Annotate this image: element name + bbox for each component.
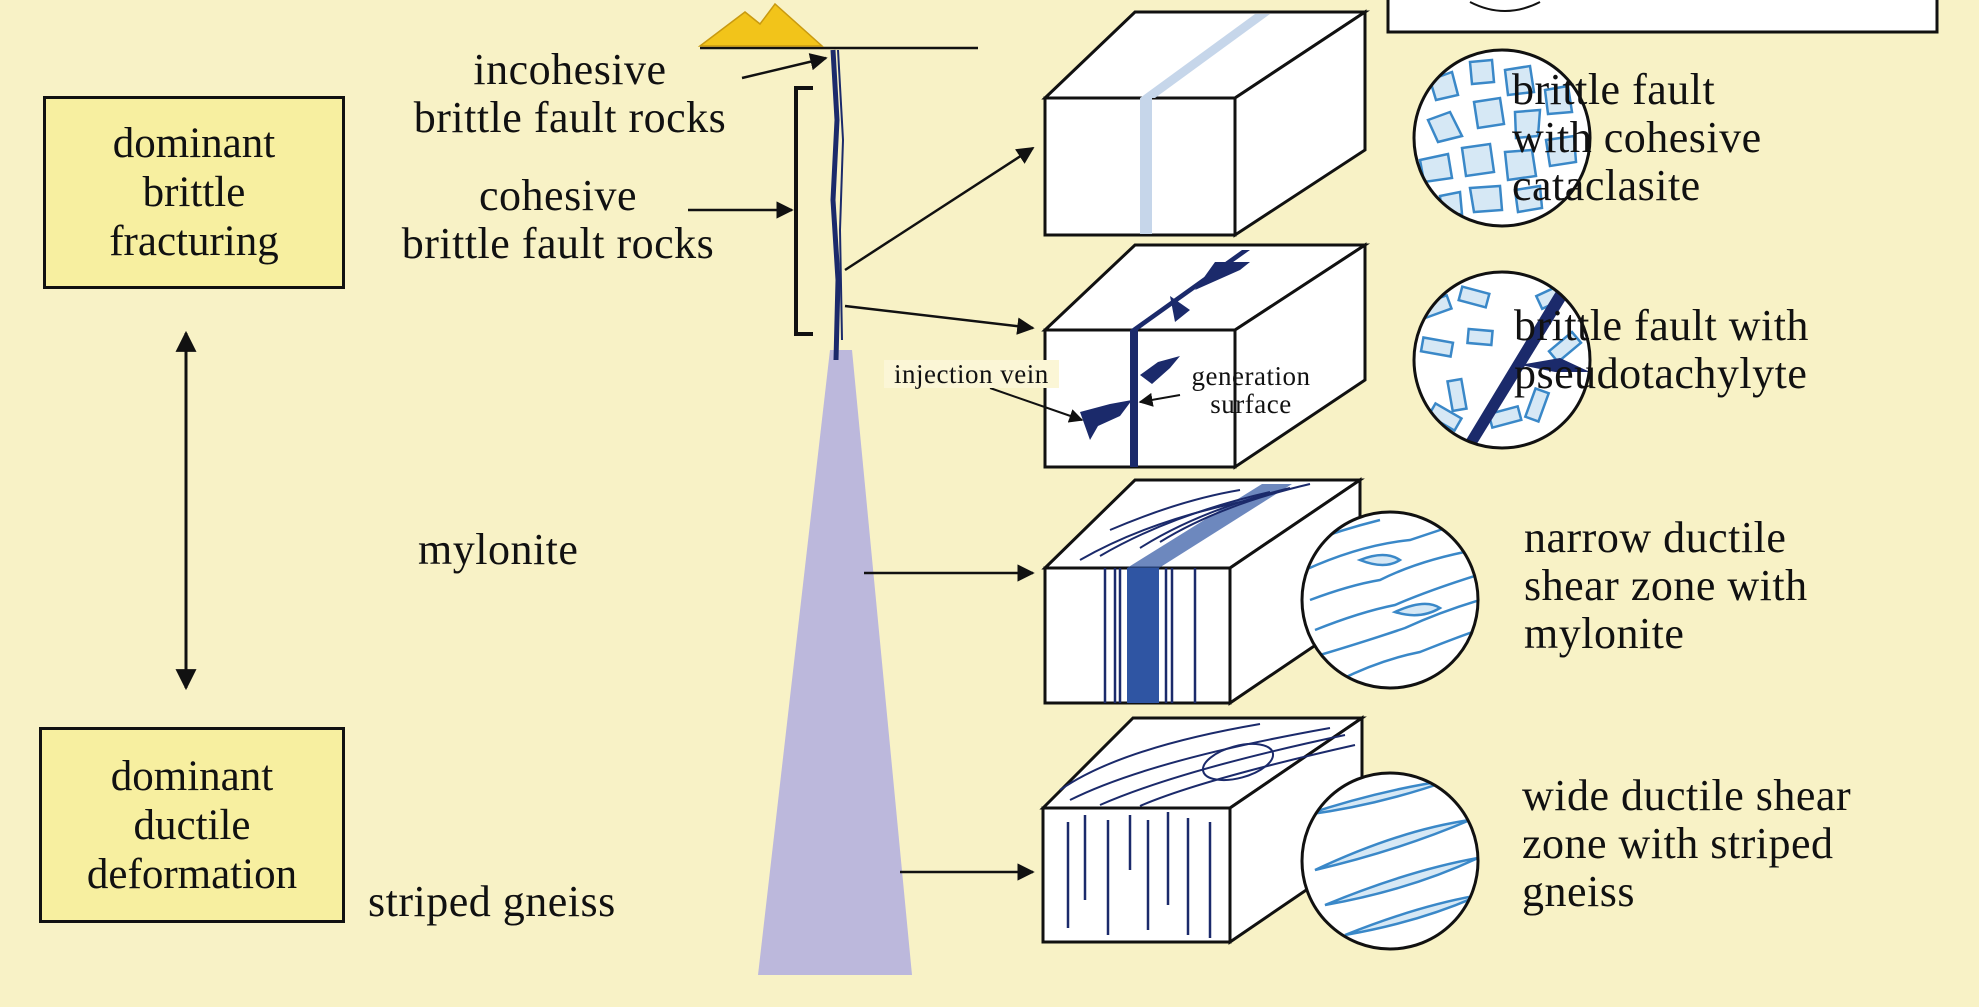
cataclasite-label: brittle fault with cohesive cataclasite [1512,65,1762,210]
dominant-brittle-label: dominant brittle fracturing [109,120,279,265]
pseudotachylyte-microstructure-circle [1412,270,1592,450]
pseudotachylyte-label: brittle fault with pseudotachylyte [1514,301,1809,398]
mylonite-block [1041,477,1365,706]
arrow-to-pseudotachylyte-block [844,304,1035,335]
cataclasite-block [1041,9,1370,238]
pseudotachylyte-block [1041,242,1371,470]
fault-line [830,49,841,361]
incohesive-label: incohesive brittle fault rocks [413,45,727,142]
legend-box-fragment [1386,0,1939,34]
cohesive-label: cohesive brittle fault rocks [401,171,715,268]
dominant-ductile-box: dominant ductile deformation [39,727,345,923]
legend-symbol-fragment [1469,1,1541,12]
injection-vein-label: injection vein [884,360,1059,388]
generation-surface-arrow [1138,392,1181,407]
fault-line-strand [837,49,845,341]
mylonite-microstructure-circle [1300,510,1480,690]
mylonite-depth-label: mylonite [418,525,579,574]
gneiss-block [1039,715,1367,945]
fault-zone-wedge [758,350,912,975]
narrow-shear-label: narrow ductile shear zone with mylonite [1524,513,1808,658]
mountain-icon [697,2,824,47]
gneiss-microstructure-circle [1300,771,1480,951]
incohesive-arrow [741,53,828,80]
striped-gneiss-depth-label: striped gneiss [368,877,616,926]
generation-surface-label: generation surface [1191,361,1311,419]
cohesive-bracket [794,86,813,336]
wide-shear-label: wide ductile shear zone with striped gne… [1522,771,1852,916]
injection-vein-arrow [989,387,1084,423]
cataclasite-microstructure-circle [1412,48,1592,228]
dominant-brittle-box: dominant brittle fracturing [43,96,345,289]
arrow-to-cataclasite-block [844,146,1035,272]
dominant-ductile-label: dominant ductile deformation [86,752,298,898]
